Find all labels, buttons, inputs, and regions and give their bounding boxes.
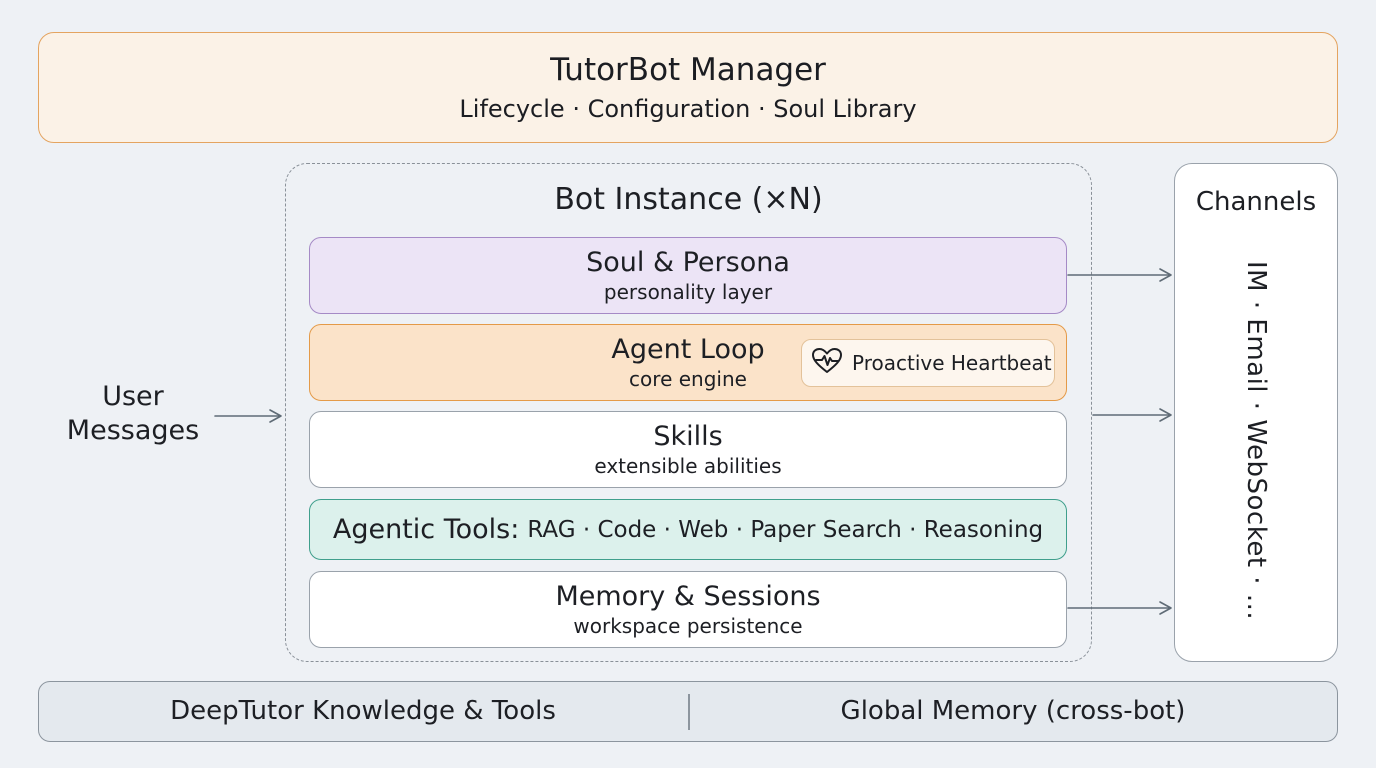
layer-memory-sessions: Memory & Sessions workspace persistence — [309, 571, 1067, 648]
layer-subtitle: personality layer — [603, 279, 773, 304]
footer-global-memory: Global Memory (cross-bot) — [840, 696, 1186, 726]
layer-title: Agent Loop — [611, 333, 765, 365]
heartbeat-label: Proactive Heartbeat — [852, 351, 1052, 375]
layer-title: Soul & Persona — [586, 246, 790, 278]
arrow-bot-to-channels — [1092, 408, 1172, 422]
layer-title: Skills — [653, 420, 723, 452]
user-messages-label: User Messages — [50, 380, 216, 452]
layer-subtitle: RAG · Code · Web · Paper Search · Reason… — [527, 516, 1044, 543]
channels-title: Channels — [1195, 187, 1317, 217]
channels-list: IM · Email · WebSocket · ... — [1226, 261, 1286, 620]
bot-instance-title: Bot Instance (×N) — [554, 182, 823, 217]
heart-pulse-icon — [812, 348, 842, 378]
arrow-memory-to-channels — [1067, 601, 1172, 615]
manager-title: TutorBot Manager — [550, 51, 826, 88]
layer-subtitle: core engine — [629, 366, 747, 391]
footer-divider — [688, 694, 690, 730]
layer-agentic-tools: Agentic Tools: RAG · Code · Web · Paper … — [309, 499, 1067, 560]
user-messages-line1: User — [102, 381, 164, 412]
layer-title: Agentic Tools: — [332, 513, 520, 545]
layer-subtitle: extensible abilities — [594, 453, 782, 478]
proactive-heartbeat-badge: Proactive Heartbeat — [801, 339, 1055, 387]
user-messages-line2: Messages — [66, 415, 200, 446]
layer-subtitle: workspace persistence — [573, 613, 803, 638]
layer-soul-persona: Soul & Persona personality layer — [309, 237, 1067, 314]
manager-subtitle: Lifecycle · Configuration · Soul Library — [459, 94, 917, 123]
channels-list-text: IM · Email · WebSocket · ... — [1241, 260, 1271, 621]
footer-knowledge-tools: DeepTutor Knowledge & Tools — [170, 696, 556, 726]
channels-panel — [1174, 163, 1338, 662]
layer-skills: Skills extensible abilities — [309, 411, 1067, 488]
arrow-user-to-bot — [214, 409, 282, 423]
manager-panel: TutorBot Manager Lifecycle · Configurati… — [38, 32, 1338, 143]
bot-instance-container — [285, 163, 1092, 662]
layer-title: Memory & Sessions — [555, 580, 821, 612]
arrow-soul-to-channels — [1067, 268, 1172, 282]
